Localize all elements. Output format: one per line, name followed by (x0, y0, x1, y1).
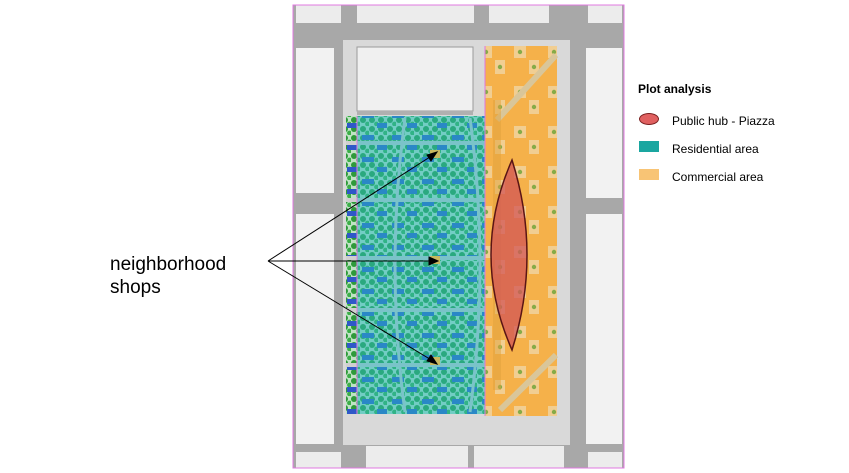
site-boundary (292, 4, 625, 469)
legend-label: Public hub - Piazza (672, 114, 775, 128)
annotation-arrows (267, 151, 440, 365)
legend-label: Residential area (672, 142, 759, 156)
legend-item-residential: Residential area (636, 138, 836, 160)
neighborhood-shops-annotation: neighborhood shops (110, 253, 226, 299)
residential-swatch-icon (639, 141, 659, 152)
residential-area-overlay (357, 116, 512, 414)
commercial-swatch-icon (639, 169, 659, 180)
legend-item-commercial: Commercial area (636, 166, 836, 188)
legend: Plot analysis Public hub - Piazza Reside… (636, 82, 836, 194)
piazza-public-hub (490, 157, 528, 353)
annotation-line-2: shops (110, 277, 161, 298)
legend-label: Commercial area (672, 170, 764, 184)
legend-item-piazza: Public hub - Piazza (636, 110, 836, 132)
legend-title: Plot analysis (638, 82, 712, 96)
ellipse-swatch-icon (639, 113, 659, 125)
annotation-line-1: neighborhood (110, 254, 227, 275)
